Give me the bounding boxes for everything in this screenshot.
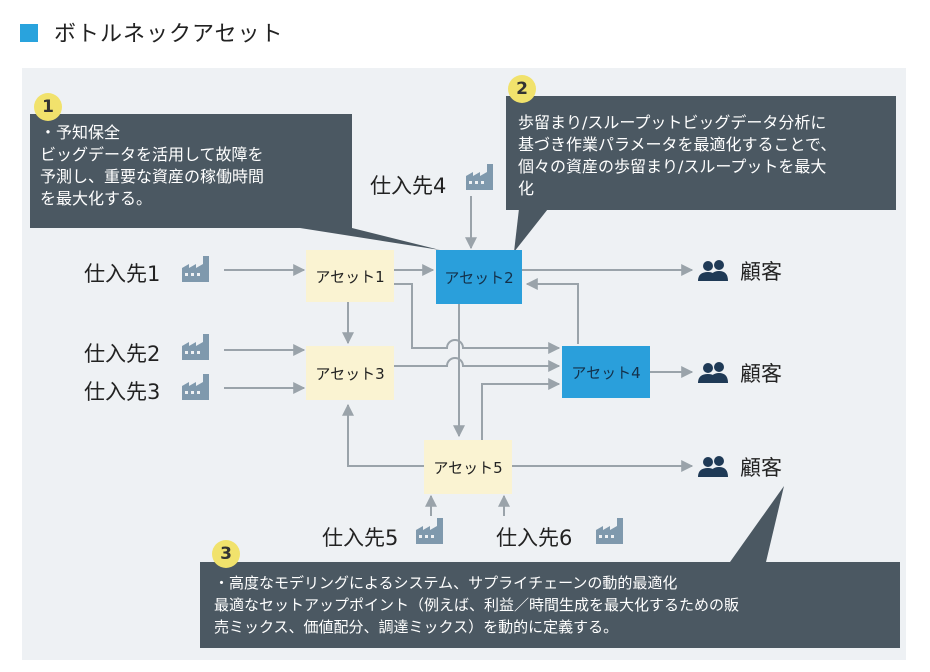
supplier-2-label: 仕入先2 xyxy=(84,342,161,366)
people-icon xyxy=(698,362,728,383)
factory-icon xyxy=(182,334,209,360)
callout-3: ・高度なモデリングによるシステム、サプライチェーンの動的最適化 最適なセットアッ… xyxy=(200,562,900,648)
arrow-asset4-asset2 xyxy=(525,278,579,344)
supplier-5-label: 仕入先5 xyxy=(322,526,399,550)
asset-4: アセット4 xyxy=(562,346,650,398)
arrow-asset1-asset4 xyxy=(394,283,561,354)
customer-1-label: 顧客 xyxy=(740,260,782,284)
supplier-1-label: 仕入先1 xyxy=(84,262,161,286)
arrow-asset5-asset4 xyxy=(481,378,561,440)
callout-3-badge: 3 xyxy=(212,540,240,568)
callout-2-line: 化 xyxy=(518,179,535,198)
callout-2-badge: 2 xyxy=(508,75,536,103)
callout-1-line: ・予知保全 xyxy=(40,123,121,142)
asset-2: アセット2 xyxy=(436,250,522,304)
callout-2-line: 歩留まり/スループットビッグデータ分析に xyxy=(518,113,827,132)
callout-2: 歩留まり/スループットビッグデータ分析に 基づき作業パラメータを最適化することで… xyxy=(506,96,896,210)
customer-2-label: 顧客 xyxy=(740,362,782,386)
callout-2-line: 個々の資産の歩留まり/スループットを最大 xyxy=(518,157,827,176)
callout-3-line: ・高度なモデリングによるシステム、サプライチェーンの動的最適化 xyxy=(214,574,678,592)
asset-3: アセット3 xyxy=(306,346,394,400)
callout-1-line: を最大化する。 xyxy=(40,189,153,208)
asset-5: アセット5 xyxy=(424,440,512,494)
title-marker xyxy=(20,24,38,42)
factory-icon xyxy=(182,374,209,400)
callout-1-badge: 1 xyxy=(34,93,62,121)
callout-1-line: 予測し、重要な資産の稼働時間 xyxy=(40,167,265,186)
factory-icon xyxy=(416,518,443,544)
arrow-asset5-asset3 xyxy=(342,403,424,467)
people-icon xyxy=(698,260,728,281)
supplier-4-label: 仕入先4 xyxy=(370,174,447,198)
people-icon xyxy=(698,456,728,477)
factory-icon xyxy=(466,164,493,190)
asset-1: アセット1 xyxy=(306,250,394,302)
factory-icon xyxy=(182,256,209,282)
callout-3-line: 最適なセットアップポイント（例えば、利益／時間生成を最大化するための販 xyxy=(214,596,740,614)
arrow-asset3-asset4 xyxy=(394,357,561,372)
supplier-3-label: 仕入先3 xyxy=(84,380,161,404)
factory-icon xyxy=(596,518,623,544)
supplier-6-label: 仕入先6 xyxy=(496,526,573,550)
page-title: ボトルネックアセット xyxy=(54,22,284,47)
callout-3-tail xyxy=(730,486,784,562)
callout-2-line: 基づき作業パラメータを最適化することで、 xyxy=(518,135,837,154)
customer-3-label: 顧客 xyxy=(740,456,782,480)
callout-2-tail xyxy=(514,200,555,252)
callout-3-line: 売ミックス、価値配分、調達ミックス）を動的に定義する。 xyxy=(214,618,619,636)
callout-1: ・予知保全 ビッグデータを活用して故障を 予測し、重要な資産の稼働時間 を最大化… xyxy=(30,114,352,228)
callout-1-tail xyxy=(300,228,440,250)
callout-1-line: ビッグデータを活用して故障を xyxy=(40,145,264,164)
